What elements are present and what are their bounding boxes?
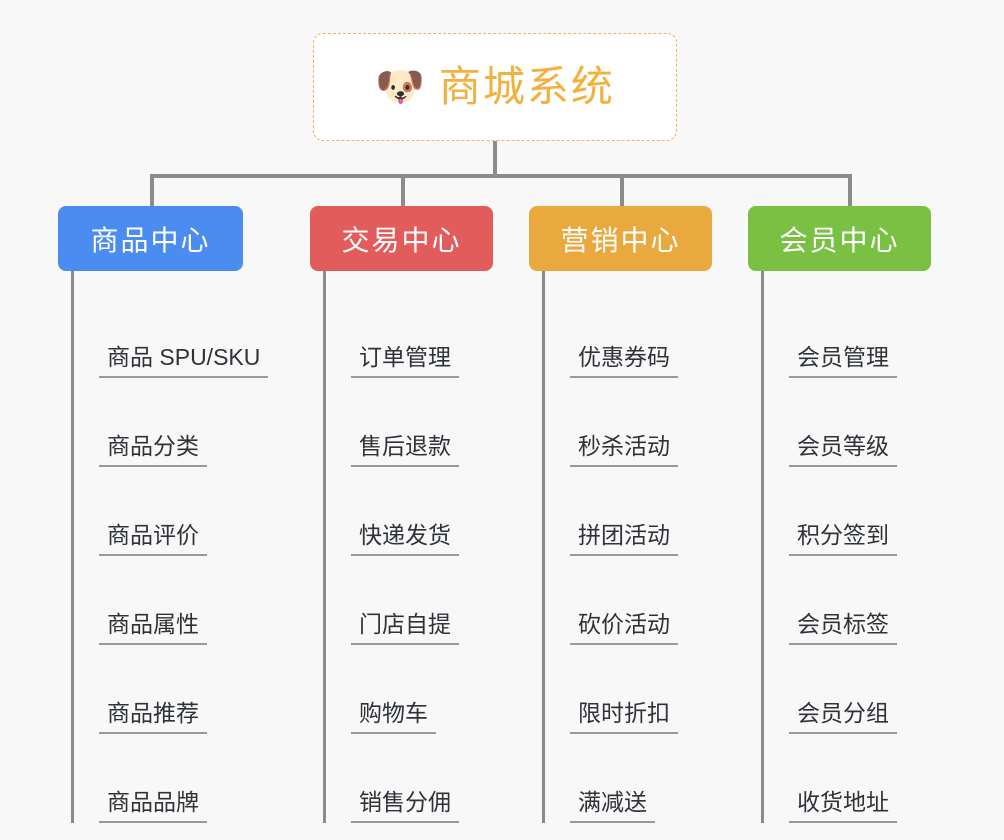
leaf-item[interactable]: 优惠券码 bbox=[545, 289, 712, 378]
leaf-item-label: 门店自提 bbox=[351, 611, 459, 645]
connector-drop-trade-center bbox=[401, 174, 405, 208]
leaf-item-label: 优惠券码 bbox=[570, 344, 678, 378]
leaf-item[interactable]: 快递发货 bbox=[326, 467, 493, 556]
leaf-item[interactable]: 销售分佣 bbox=[326, 734, 493, 823]
connector-horizontal-bus bbox=[150, 174, 850, 178]
leaf-item-label: 拼团活动 bbox=[570, 522, 678, 556]
leaf-item[interactable]: 售后退款 bbox=[326, 378, 493, 467]
column-marketing-center: 营销中心优惠券码秒杀活动拼团活动砍价活动限时折扣满减送 bbox=[529, 206, 712, 823]
root-node-title: 商城系统 bbox=[438, 63, 615, 110]
leaf-item[interactable]: 积分签到 bbox=[764, 467, 931, 556]
leaf-item[interactable]: 收货地址 bbox=[764, 734, 931, 823]
leaf-item-label: 商品品牌 bbox=[99, 789, 207, 823]
category-header-trade-center[interactable]: 交易中心 bbox=[310, 206, 493, 271]
leaf-item-label: 商品 SPU/SKU bbox=[99, 344, 269, 378]
leaf-item-label: 商品分类 bbox=[99, 433, 207, 467]
leaf-item-label: 商品评价 bbox=[99, 522, 207, 556]
leaf-item-label: 会员标签 bbox=[789, 611, 897, 645]
leaf-item[interactable]: 购物车 bbox=[326, 645, 493, 734]
leaf-item[interactable]: 会员分组 bbox=[764, 645, 931, 734]
leaf-item[interactable]: 商品评价 bbox=[74, 467, 243, 556]
leaf-item-label: 销售分佣 bbox=[351, 789, 459, 823]
connector-drop-product-center bbox=[150, 174, 154, 208]
leaf-item-label: 订单管理 bbox=[351, 344, 459, 378]
category-header-marketing-center[interactable]: 营销中心 bbox=[529, 206, 712, 271]
leaf-item-label: 商品推荐 bbox=[99, 700, 207, 734]
root-node-shop-system[interactable]: 🐶 商城系统 bbox=[313, 33, 677, 141]
connector-drop-marketing-center bbox=[620, 174, 624, 208]
leaf-item[interactable]: 门店自提 bbox=[326, 556, 493, 645]
connector-drop-member-center bbox=[848, 174, 852, 208]
leaf-item[interactable]: 订单管理 bbox=[326, 289, 493, 378]
leaf-item[interactable]: 商品品牌 bbox=[74, 734, 243, 823]
leaf-item-label: 会员管理 bbox=[789, 344, 897, 378]
leaf-item[interactable]: 商品 SPU/SKU bbox=[74, 289, 269, 378]
leaf-item-label: 限时折扣 bbox=[570, 700, 678, 734]
leaf-item-label: 秒杀活动 bbox=[570, 433, 678, 467]
column-member-center: 会员中心会员管理会员等级积分签到会员标签会员分组收货地址 bbox=[748, 206, 931, 823]
leaf-list-trade-center: 订单管理售后退款快递发货门店自提购物车销售分佣 bbox=[323, 271, 493, 823]
shiba-dog-face-icon: 🐶 bbox=[375, 65, 425, 109]
leaf-item[interactable]: 限时折扣 bbox=[545, 645, 712, 734]
leaf-list-member-center: 会员管理会员等级积分签到会员标签会员分组收货地址 bbox=[761, 271, 931, 823]
leaf-item[interactable]: 满减送 bbox=[545, 734, 712, 823]
column-trade-center: 交易中心订单管理售后退款快递发货门店自提购物车销售分佣 bbox=[310, 206, 493, 823]
leaf-item-label: 会员等级 bbox=[789, 433, 897, 467]
category-header-member-center[interactable]: 会员中心 bbox=[748, 206, 931, 271]
leaf-item[interactable]: 商品分类 bbox=[74, 378, 243, 467]
leaf-list-product-center: 商品 SPU/SKU 商品分类商品评价商品属性商品推荐商品品牌 bbox=[71, 271, 269, 823]
leaf-item-label: 会员分组 bbox=[789, 700, 897, 734]
leaf-item[interactable]: 商品属性 bbox=[74, 556, 243, 645]
category-header-product-center[interactable]: 商品中心 bbox=[58, 206, 243, 271]
leaf-item[interactable]: 会员管理 bbox=[764, 289, 931, 378]
leaf-item-label: 积分签到 bbox=[789, 522, 897, 556]
connector-root-stem bbox=[493, 141, 497, 176]
leaf-item-label: 购物车 bbox=[351, 700, 436, 734]
leaf-list-marketing-center: 优惠券码秒杀活动拼团活动砍价活动限时折扣满减送 bbox=[542, 271, 712, 823]
leaf-item-label: 砍价活动 bbox=[570, 611, 678, 645]
column-product-center: 商品中心商品 SPU/SKU 商品分类商品评价商品属性商品推荐商品品牌 bbox=[58, 206, 269, 823]
leaf-item[interactable]: 秒杀活动 bbox=[545, 378, 712, 467]
leaf-item[interactable]: 商品推荐 bbox=[74, 645, 243, 734]
leaf-item-label: 商品属性 bbox=[99, 611, 207, 645]
leaf-item[interactable]: 拼团活动 bbox=[545, 467, 712, 556]
leaf-item[interactable]: 砍价活动 bbox=[545, 556, 712, 645]
leaf-item[interactable]: 会员标签 bbox=[764, 556, 931, 645]
leaf-item-label: 收货地址 bbox=[789, 789, 897, 823]
leaf-item-label: 售后退款 bbox=[351, 433, 459, 467]
leaf-item-label: 快递发货 bbox=[351, 522, 459, 556]
leaf-item[interactable]: 会员等级 bbox=[764, 378, 931, 467]
leaf-item-label: 满减送 bbox=[570, 789, 655, 823]
